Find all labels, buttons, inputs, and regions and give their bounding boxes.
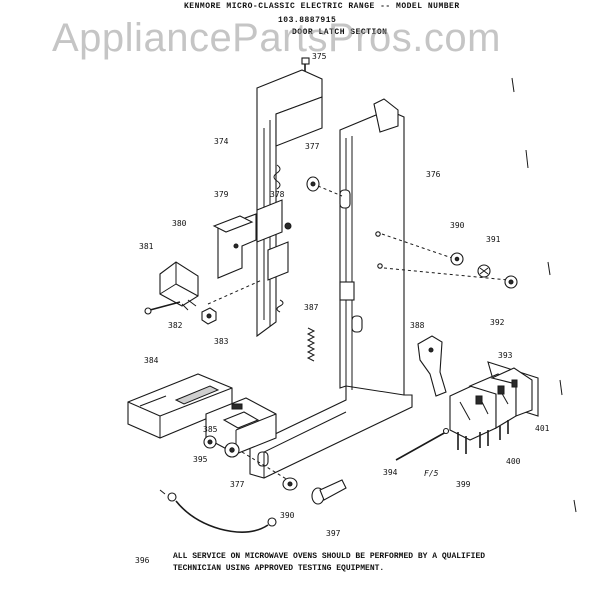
- assembly-guide-lines: [207, 185, 509, 481]
- callout-378: 378: [270, 190, 285, 199]
- callout-375: 375: [312, 52, 327, 61]
- callout-381: 381: [139, 242, 154, 251]
- watermark: AppliancePartsPros.com: [52, 16, 501, 60]
- part-381-micro-switch: [159, 261, 199, 311]
- margin-marks: [511, 77, 577, 513]
- callout-400: 400: [506, 457, 521, 466]
- callout-399: 399: [456, 480, 471, 489]
- callout-390-lower: 390: [280, 511, 295, 520]
- callout-401: 401: [535, 424, 550, 433]
- part-380-bracket: [212, 213, 257, 279]
- header-model-number: 103.8887915: [278, 16, 337, 25]
- part-377-washer-upper: [306, 176, 320, 192]
- part-387-spring: [306, 327, 316, 362]
- callout-392: 392: [490, 318, 505, 327]
- part-395-washer: [203, 435, 217, 449]
- callout-388: 388: [410, 321, 425, 330]
- callout-380: 380: [172, 219, 187, 228]
- part-388-actuator: [417, 335, 447, 397]
- callout-393: 393: [498, 351, 513, 360]
- callout-376: 376: [426, 170, 441, 179]
- callout-382: 382: [168, 321, 183, 330]
- part-397-shoulder-screw: [311, 479, 347, 505]
- header-model-title: KENMORE MICRO-CLASSIC ELECTRIC RANGE -- …: [184, 2, 460, 11]
- switch-assembly: [449, 367, 533, 454]
- callout-387: 387: [304, 303, 319, 312]
- part-382-screw: [144, 301, 181, 315]
- callout-374: 374: [214, 137, 229, 146]
- part-394-screw: [395, 427, 450, 461]
- callout-377-lower: 377: [230, 480, 245, 489]
- part-396-wire-lead: [159, 489, 277, 533]
- callout-397: 397: [326, 529, 341, 538]
- part-383-nut: [201, 307, 217, 325]
- service-warning-line2: TECHNICIAN USING APPROVED TESTING EQUIPM…: [173, 564, 385, 573]
- part-390-washer-lower: [282, 477, 298, 491]
- callout-383: 383: [214, 337, 229, 346]
- part-391-lock-washer: [477, 264, 491, 278]
- part-377-washer-lower: [224, 442, 240, 458]
- callout-385: 385: [203, 425, 218, 434]
- callout-395: 395: [193, 455, 208, 464]
- part-384-latch-hook: [127, 373, 233, 439]
- part-376-mounting-plate: [249, 98, 413, 479]
- callout-391: 391: [486, 235, 501, 244]
- callout-396: 396: [135, 556, 150, 565]
- callout-394: 394: [383, 468, 398, 477]
- callout-377-upper: 377: [305, 142, 320, 151]
- header-section-title: DOOR LATCH SECTION: [292, 28, 388, 37]
- part-374-latch-bracket: [256, 69, 323, 338]
- part-392-nut: [504, 275, 518, 289]
- service-warning-line1: ALL SERVICE ON MICROWAVE OVENS SHOULD BE…: [173, 552, 486, 561]
- callout-390-upper: 390: [450, 221, 465, 230]
- page-mark: F/5: [424, 469, 439, 478]
- callout-384: 384: [144, 356, 159, 365]
- callout-379: 379: [214, 190, 229, 199]
- part-390-washer-upper: [450, 252, 464, 266]
